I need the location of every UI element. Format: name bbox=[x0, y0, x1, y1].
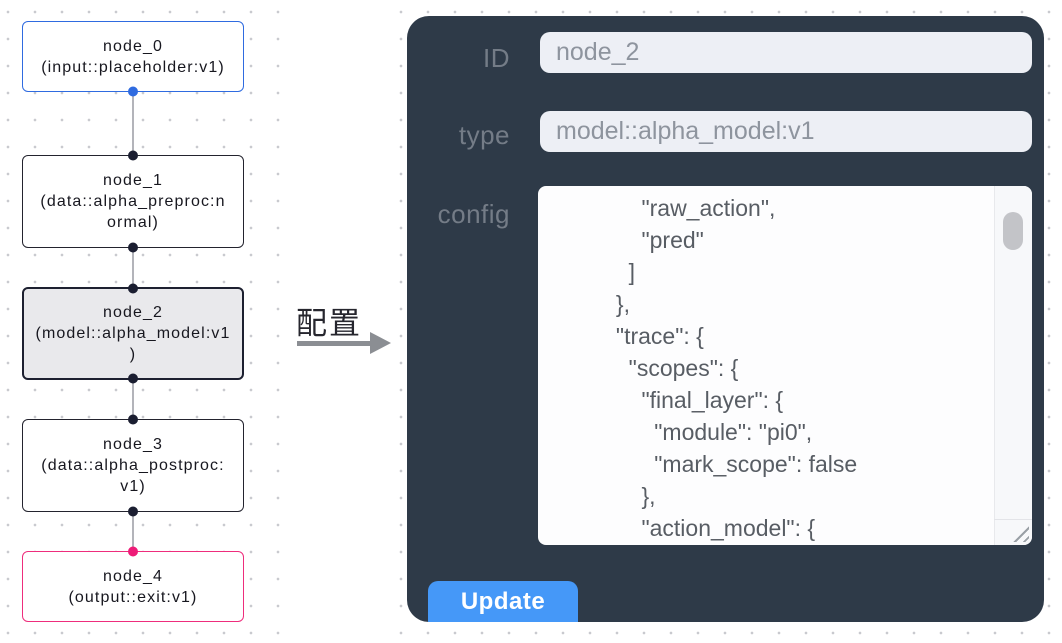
type-field-label: type bbox=[458, 120, 510, 150]
target-handle[interactable] bbox=[128, 414, 138, 425]
id-input[interactable] bbox=[540, 32, 1032, 73]
flow-node-node_2-selected[interactable]: node_2 (model::alpha_model:v1 ) bbox=[22, 283, 244, 384]
node-label: node_2 (model::alpha_model:v1 ) bbox=[35, 304, 231, 363]
node-label: node_0 (input::placeholder:v1) bbox=[41, 37, 225, 76]
flow-node-node_1[interactable]: node_1 (data::alpha_preproc:n ormal) bbox=[22, 150, 244, 253]
update-button[interactable]: Update bbox=[428, 581, 578, 622]
config-json-text[interactable]: "raw_action", "pred" ] }, "trace": { "sc… bbox=[615, 195, 858, 541]
edge-node2-node3 bbox=[132, 380, 134, 420]
config-textarea[interactable]: "raw_action", "pred" ] }, "trace": { "sc… bbox=[538, 186, 1032, 545]
source-handle[interactable] bbox=[128, 242, 138, 253]
target-handle[interactable] bbox=[128, 283, 138, 294]
configure-arrow-label: 配置 bbox=[296, 306, 362, 341]
config-field-label: config bbox=[437, 199, 510, 229]
node-label: node_3 (data::alpha_postproc: v1) bbox=[41, 436, 225, 495]
source-handle[interactable] bbox=[128, 506, 138, 517]
right-arrow-icon bbox=[297, 341, 370, 346]
id-field-label: ID bbox=[483, 43, 510, 73]
node-label: node_4 (output::exit:v1) bbox=[68, 567, 198, 606]
type-input[interactable] bbox=[540, 111, 1032, 152]
flow-node-node_4[interactable]: node_4 (output::exit:v1) bbox=[22, 546, 244, 622]
config-scrollbar-thumb[interactable] bbox=[1003, 212, 1023, 250]
node-label: node_1 (data::alpha_preproc:n ormal) bbox=[40, 172, 226, 231]
edge-node1-node2 bbox=[132, 248, 134, 288]
target-handle[interactable] bbox=[128, 546, 138, 557]
target-handle[interactable] bbox=[128, 150, 138, 161]
node-config-panel: ID type config "raw_action", "pred" ] },… bbox=[407, 16, 1044, 622]
source-handle[interactable] bbox=[128, 86, 138, 97]
flow-node-node_3[interactable]: node_3 (data::alpha_postproc: v1) bbox=[22, 414, 244, 517]
edge-node0-node1 bbox=[132, 92, 134, 156]
right-arrow-head-icon bbox=[370, 332, 391, 354]
scrollbar-divider bbox=[994, 519, 1032, 520]
flow-node-node_0[interactable]: node_0 (input::placeholder:v1) bbox=[22, 21, 244, 97]
source-handle[interactable] bbox=[128, 373, 138, 384]
edge-node3-node4 bbox=[132, 512, 134, 552]
